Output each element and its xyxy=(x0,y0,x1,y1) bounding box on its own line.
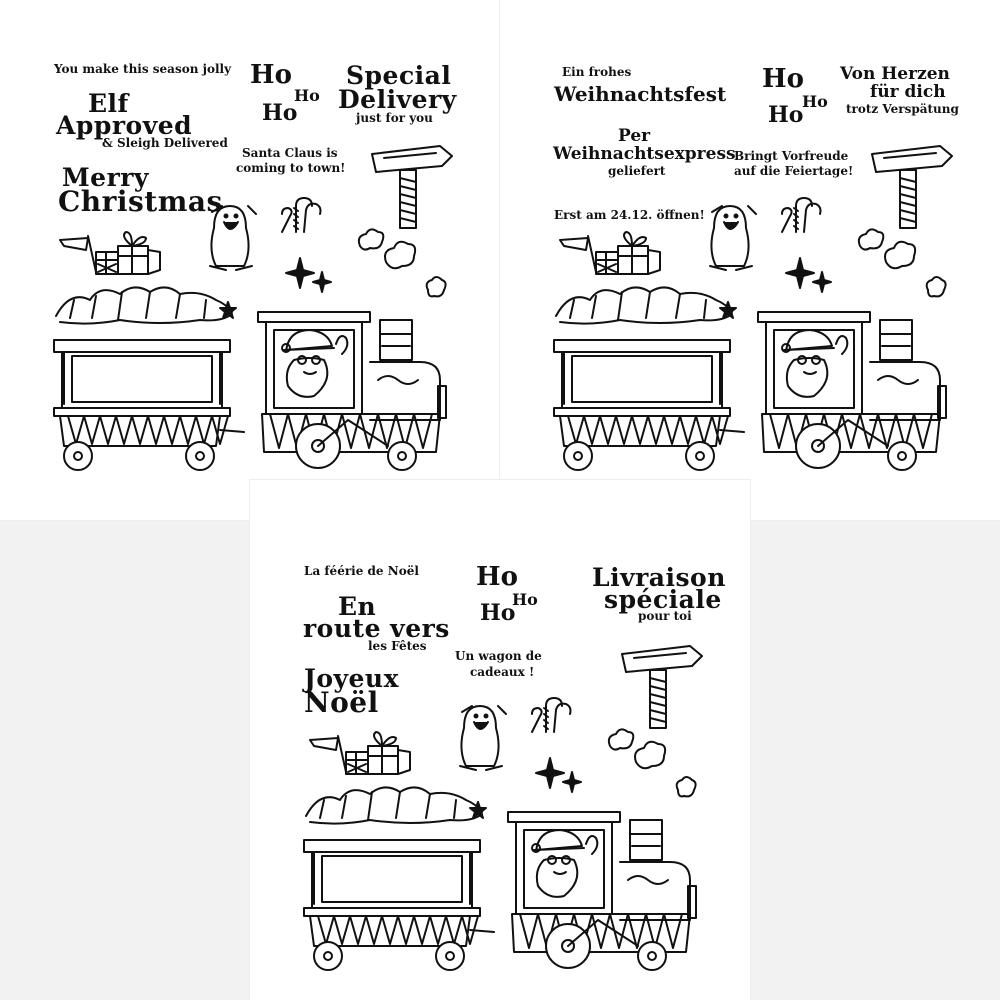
text-speciale: spéciale xyxy=(604,585,722,614)
text-sleigh-delivered: & Sleigh Delivered xyxy=(102,136,228,150)
text-route-vers: route vers xyxy=(303,614,450,643)
wagon-with-tree-icon xyxy=(553,286,745,471)
text-just-for-you: just for you xyxy=(356,111,433,125)
candy-canes-icon xyxy=(281,197,322,233)
text-ho-1: Ho xyxy=(762,64,804,94)
text-ho-3: Ho xyxy=(768,102,804,128)
steam-clouds-icon xyxy=(857,228,947,298)
flag-and-gifts-icon xyxy=(59,231,161,275)
text-weihnachtsexpress: Weihnachtsexpress xyxy=(553,144,736,164)
text-ho-1: Ho xyxy=(250,60,292,90)
stamp-sheet-english: You make this season jolly Elf Approved … xyxy=(0,0,500,520)
signpost-icon xyxy=(871,145,953,229)
text-en: En xyxy=(338,592,377,621)
locomotive-with-santa-icon xyxy=(507,811,697,971)
text-season-jolly: You make this season jolly xyxy=(54,62,232,76)
penguin-icon xyxy=(459,705,507,771)
wagon-with-tree-icon xyxy=(53,286,245,471)
text-erst-oeffnen: Erst am 24.12. öffnen! xyxy=(554,208,705,222)
text-noel: Noël xyxy=(304,686,379,719)
text-bringt-vorfreude: Bringt Vorfreude xyxy=(734,149,849,163)
text-ho-1: Ho xyxy=(476,562,518,592)
flag-and-gifts-icon xyxy=(559,231,661,275)
locomotive-with-santa-icon xyxy=(257,311,447,471)
text-feerie-de-noel: La féérie de Noël xyxy=(304,564,419,578)
locomotive-with-santa-icon xyxy=(757,311,947,471)
sparkles-icon xyxy=(285,257,332,293)
steam-clouds-icon xyxy=(607,728,697,798)
stamp-sheet-french: La féérie de Noël En route vers les Fête… xyxy=(250,480,750,1000)
text-elf: Elf xyxy=(88,89,129,118)
text-ho-2: Ho xyxy=(294,86,320,105)
text-delivery: Delivery xyxy=(338,85,457,114)
sparkles-icon xyxy=(535,757,582,793)
text-approved: Approved xyxy=(56,111,193,140)
flag-and-gifts-icon xyxy=(309,731,411,775)
steam-clouds-icon xyxy=(357,228,447,298)
text-santa-claus: Santa Claus is xyxy=(242,146,338,160)
text-ho-2: Ho xyxy=(802,92,828,111)
text-ho-3: Ho xyxy=(262,100,298,126)
text-les-fetes: les Fêtes xyxy=(368,639,427,653)
candy-canes-icon xyxy=(781,197,822,233)
text-special: Special xyxy=(346,61,452,90)
text-christmas: Christmas xyxy=(58,185,223,218)
signpost-icon xyxy=(371,145,453,229)
penguin-icon xyxy=(709,205,757,271)
text-von-herzen: Von Herzen xyxy=(840,64,950,84)
stamp-sheet-german: Ein frohes Weihnachtsfest Ho Ho Ho Von H… xyxy=(500,0,1000,520)
text-un-wagon-de: Un wagon de xyxy=(455,649,542,663)
text-trotz-verspaetung: trotz Verspätung xyxy=(846,102,959,116)
text-ho-3: Ho xyxy=(480,600,516,626)
text-pour-toi: pour toi xyxy=(638,609,692,623)
text-feiertage: auf die Feiertage! xyxy=(734,164,854,178)
candy-canes-icon xyxy=(531,697,572,733)
text-livraison: Livraison xyxy=(592,563,726,592)
signpost-icon xyxy=(621,645,703,729)
stamp-illustrations xyxy=(303,645,703,971)
text-geliefert: geliefert xyxy=(608,164,666,178)
wagon-with-tree-icon xyxy=(303,786,495,971)
text-coming-to-town: coming to town! xyxy=(236,161,346,175)
text-ein-frohes: Ein frohes xyxy=(562,65,632,79)
text-ho-2: Ho xyxy=(512,590,538,609)
text-merry: Merry xyxy=(62,163,149,192)
text-weihnachtsfest: Weihnachtsfest xyxy=(554,82,727,106)
text-joyeux: Joyeux xyxy=(304,664,400,693)
text-cadeaux: cadeaux ! xyxy=(470,665,535,679)
sparkles-icon xyxy=(785,257,832,293)
text-fuer-dich: für dich xyxy=(870,82,946,102)
text-per: Per xyxy=(618,126,651,146)
